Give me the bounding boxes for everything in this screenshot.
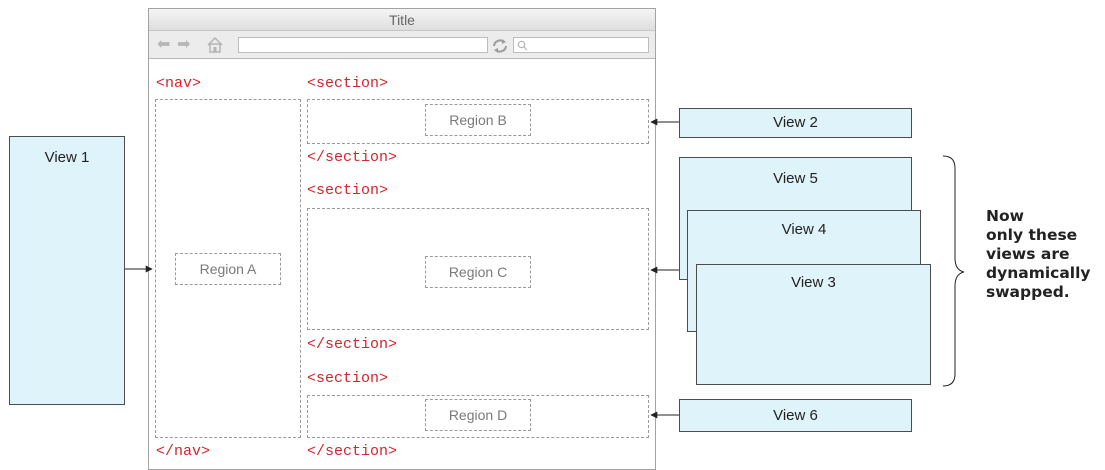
section-c-open-tag: <section>	[307, 182, 389, 199]
region-c-label: Region C	[425, 256, 531, 288]
view-3: View 3	[696, 264, 931, 385]
section-d-close-tag: </section>	[307, 443, 398, 460]
view-1: View 1	[9, 136, 125, 405]
callout-line-2: only these	[986, 226, 1078, 244]
refresh-icon[interactable]	[490, 37, 510, 54]
section-d-open-tag: <section>	[307, 370, 389, 387]
view-3-label: View 3	[791, 274, 836, 291]
window-title: Title	[149, 9, 655, 31]
view-2-label: View 2	[773, 114, 818, 131]
view-1-label: View 1	[44, 149, 90, 166]
view-2: View 2	[679, 108, 912, 138]
browser-toolbar: ⬅ ➡	[149, 31, 655, 59]
section-b-close-tag: </section>	[307, 149, 398, 166]
callout-text: Now only these views are dynamically swa…	[986, 207, 1091, 302]
region-a-label: Region A	[175, 253, 281, 285]
forward-arrow-icon[interactable]: ➡	[177, 36, 191, 53]
region-b-label: Region B	[425, 104, 531, 136]
nav-open-tag: <nav>	[156, 75, 202, 92]
callout-line-5: swapped.	[986, 283, 1070, 301]
section-c-close-tag: </section>	[307, 336, 398, 353]
callout-line-1: Now	[986, 207, 1024, 225]
section-b-open-tag: <section>	[307, 75, 389, 92]
search-icon	[517, 40, 528, 51]
region-d-label: Region D	[425, 399, 531, 431]
view-6: View 6	[679, 399, 912, 432]
address-bar[interactable]	[238, 37, 488, 53]
view-4-label: View 4	[781, 221, 827, 238]
view-6-label: View 6	[773, 407, 818, 424]
search-field[interactable]	[513, 37, 649, 53]
curly-brace	[942, 155, 965, 387]
back-arrow-icon[interactable]: ⬅	[157, 36, 171, 53]
callout-line-4: dynamically	[986, 264, 1091, 282]
view-5-label: View 5	[773, 170, 818, 187]
nav-close-tag: </nav>	[156, 443, 211, 460]
callout-line-3: views are	[986, 245, 1070, 263]
home-icon[interactable]	[206, 36, 224, 54]
